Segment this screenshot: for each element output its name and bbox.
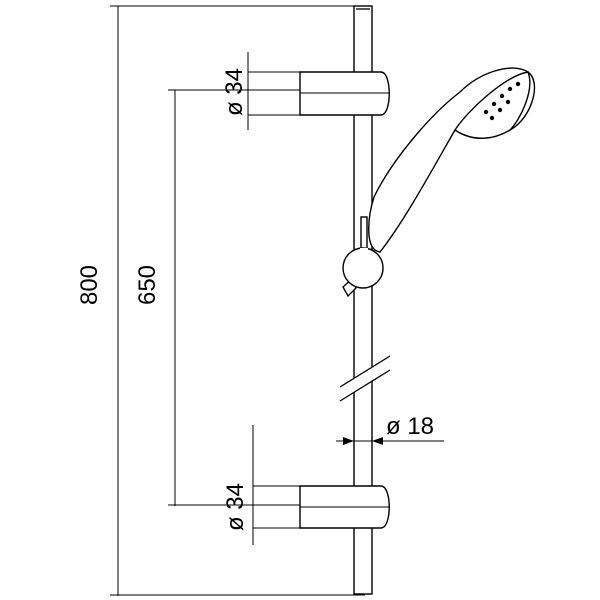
dim-label-800: 800 bbox=[76, 265, 103, 305]
slider-knob-gap bbox=[360, 248, 368, 252]
slide-rail bbox=[339, 5, 391, 595]
rail-break-line-2 bbox=[339, 369, 391, 402]
wall-bracket-bottom: ø 34 bbox=[222, 425, 390, 545]
dimension-650: 650 bbox=[134, 89, 300, 506]
dim-label-rail-diameter: ø 18 bbox=[386, 413, 434, 440]
dim-label-bracket-bottom: ø 34 bbox=[222, 483, 249, 531]
dim-label-bracket-top: ø 34 bbox=[221, 68, 248, 116]
rail-bar bbox=[353, 5, 373, 595]
slider-knob bbox=[342, 247, 384, 289]
rail-break-line-1 bbox=[339, 355, 391, 388]
hand-shower-assembly bbox=[342, 67, 536, 298]
rail-diameter-arrow-right bbox=[372, 437, 383, 445]
slider-stem bbox=[360, 216, 368, 250]
dimension-rail-diameter: ø 18 bbox=[336, 413, 444, 445]
rail-diameter-arrow-left bbox=[343, 437, 354, 445]
dim-label-650: 650 bbox=[134, 265, 161, 305]
shower-nozzles bbox=[483, 81, 521, 121]
rail-break-gap bbox=[342, 356, 388, 400]
wall-bracket-top: ø 34 bbox=[221, 52, 390, 130]
dimension-800: 800 bbox=[76, 5, 365, 596]
